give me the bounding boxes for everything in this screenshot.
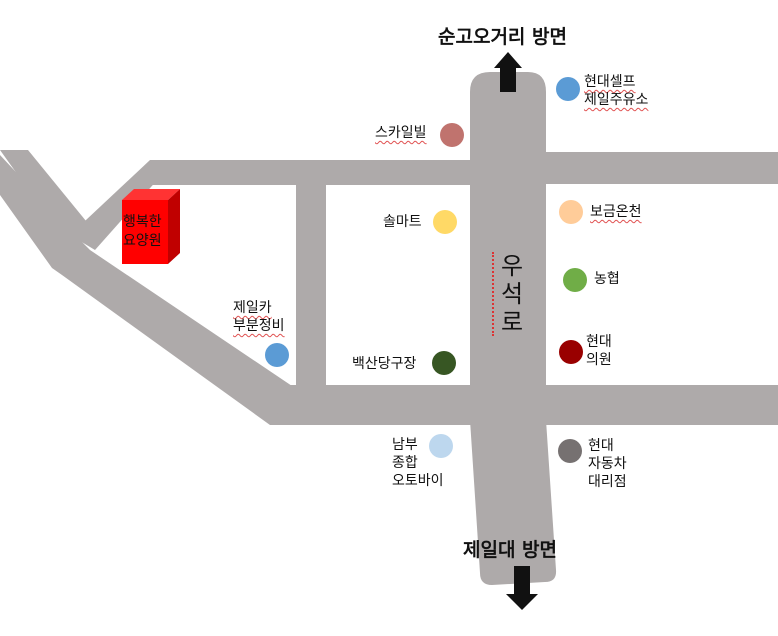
north-direction-label: 순고오거리 방면 [438, 26, 567, 48]
side-road [296, 180, 326, 390]
place-label-bogeum-oncheon: 보금온천 [590, 204, 642, 220]
place-label-skyvill: 스카일빌 [375, 125, 427, 141]
place-marker-hyundai-clinic[interactable] [559, 340, 583, 364]
place-label-nonghyup: 농협 [594, 271, 620, 287]
place-marker-skyvill[interactable] [440, 123, 464, 147]
south-direction-label: 제일대 방면 [463, 539, 558, 561]
place-label-baeksandang: 백산당구장 [352, 356, 417, 372]
south-arrow-icon [506, 566, 538, 610]
upper-road-east [546, 152, 778, 184]
diagonal-road [0, 155, 295, 425]
place-marker-jeil-car[interactable] [265, 343, 289, 367]
north-arrow-icon [494, 52, 522, 92]
lower-road [270, 385, 778, 425]
place-marker-nonghyup[interactable] [563, 268, 587, 292]
place-marker-bogeum-oncheon[interactable] [559, 200, 583, 224]
place-marker-baeksandang[interactable] [432, 351, 456, 375]
place-label-sol-mart: 솔마트 [383, 214, 422, 230]
place-marker-nambu-motorbike[interactable] [429, 434, 453, 458]
main-road [470, 72, 557, 585]
road-name-label: 우 석 로 [492, 252, 526, 336]
destination-box [122, 200, 168, 264]
destination-label: 행복한 요양원 [123, 214, 162, 249]
place-marker-sol-mart[interactable] [433, 210, 457, 234]
place-marker-hyundai-self-gas[interactable] [556, 77, 580, 101]
place-marker-hyundai-car[interactable] [558, 439, 582, 463]
